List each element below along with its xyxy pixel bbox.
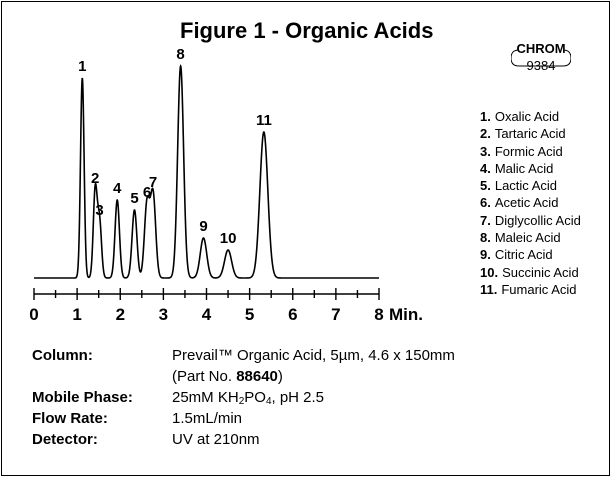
legend-number: 10.	[480, 264, 499, 280]
legend-item: 2.Tartaric Acid	[480, 125, 581, 142]
legend-item: 5.Lactic Acid	[480, 177, 581, 194]
peak-label: 5	[130, 190, 138, 207]
x-tick-label: 6	[288, 305, 297, 324]
peak-label: 11	[256, 112, 272, 129]
legend-item: 6.Acetic Acid	[480, 194, 581, 211]
legend-item: 3.Formic Acid	[480, 143, 581, 160]
legend-item: 4.Malic Acid	[480, 160, 581, 177]
mobile-c: , pH 2.5	[271, 389, 325, 406]
x-tick-label: 4	[202, 305, 212, 324]
column-label: Column:	[32, 347, 93, 364]
chrom-badge: CHROM 9384	[511, 40, 571, 76]
part-number: 88640	[236, 368, 278, 385]
mobile-b: PO	[244, 389, 266, 406]
legend-number: 4.	[480, 160, 491, 176]
legend-name: Oxalic Acid	[494, 109, 560, 124]
peak-label: 8	[176, 46, 184, 63]
legend-number: 1.	[480, 109, 491, 124]
legend-number: 11.	[480, 281, 498, 297]
legend-number: 7.	[480, 212, 491, 228]
mobile-phase-label: Mobile Phase:	[32, 389, 133, 406]
peak-label: 10	[220, 230, 237, 247]
x-tick-label: 8	[374, 305, 383, 324]
legend-name: Succinic Acid	[502, 264, 579, 280]
badge-outline	[511, 49, 571, 67]
x-tick-label: 3	[159, 305, 168, 324]
legend-name: Fumaric Acid	[501, 281, 577, 297]
x-tick-label: 1	[72, 305, 81, 324]
chromatogram-trace	[34, 64, 379, 279]
legend-number: 2.	[480, 126, 491, 142]
badge-line2: 9384	[526, 58, 556, 73]
legend-number: 9.	[480, 247, 491, 263]
legend-name: Acetic Acid	[494, 195, 559, 211]
legend-name: Maleic Acid	[494, 230, 561, 246]
peak-label: 1	[78, 58, 86, 75]
badge-line1: CHROM	[516, 41, 566, 56]
x-tick-label: 5	[245, 305, 254, 324]
peak-label: 6	[143, 184, 151, 201]
flow-rate-label: Flow Rate:	[32, 410, 108, 427]
legend-name: Diglycollic Acid	[494, 212, 581, 228]
peak-label: 9	[199, 218, 207, 235]
legend-item: 8.Maleic Acid	[480, 229, 581, 246]
legend-name: Lactic Acid	[494, 178, 557, 194]
legend-name: Formic Acid	[494, 143, 563, 159]
legend-number: 6.	[480, 195, 491, 211]
peak-label: 2	[91, 170, 99, 187]
peak-label: 3	[95, 202, 103, 219]
part-suffix: )	[277, 368, 283, 385]
x-tick-label: 2	[116, 305, 125, 324]
x-tick-label: 0	[29, 305, 38, 324]
legend-name: Citric Acid	[494, 247, 553, 263]
mobile-sub1: 2	[238, 396, 245, 407]
chart-title: Figure 1 - Organic Acids	[180, 18, 434, 43]
part-number-text: (Part No. 88640)	[172, 366, 283, 387]
detector-value: UV at 210nm	[172, 431, 260, 448]
legend-number: 8.	[480, 230, 491, 246]
mobile-a: 25mM KH	[172, 389, 239, 406]
peak-label: 7	[149, 174, 157, 191]
detector-label: Detector:	[32, 431, 98, 448]
legend-name: Tartaric Acid	[494, 126, 566, 142]
legend-item: 11.Fumaric Acid	[480, 281, 581, 298]
column-value: Prevail™ Organic Acid, 5µm, 4.6 x 150mm	[172, 347, 455, 364]
flow-rate-value: 1.5mL/min	[172, 410, 243, 427]
x-axis-label: Min.	[389, 305, 423, 324]
legend-number: 5.	[480, 178, 491, 194]
legend-item: 1.Oxalic Acid	[480, 108, 581, 125]
part-prefix: (Part No.	[172, 368, 237, 385]
legend-item: 7.Diglycollic Acid	[480, 212, 581, 229]
legend-name: Malic Acid	[494, 160, 554, 176]
legend-item: 10.Succinic Acid	[480, 264, 581, 281]
peak-label: 4	[113, 180, 122, 197]
legend-item: 9.Citric Acid	[480, 246, 581, 263]
mobile-sub2: 4	[265, 396, 272, 407]
x-tick-label: 7	[331, 305, 340, 324]
legend-number: 3.	[480, 143, 491, 159]
mobile-phase-value: 25mM KH2PO4, pH 2.5	[172, 387, 324, 408]
